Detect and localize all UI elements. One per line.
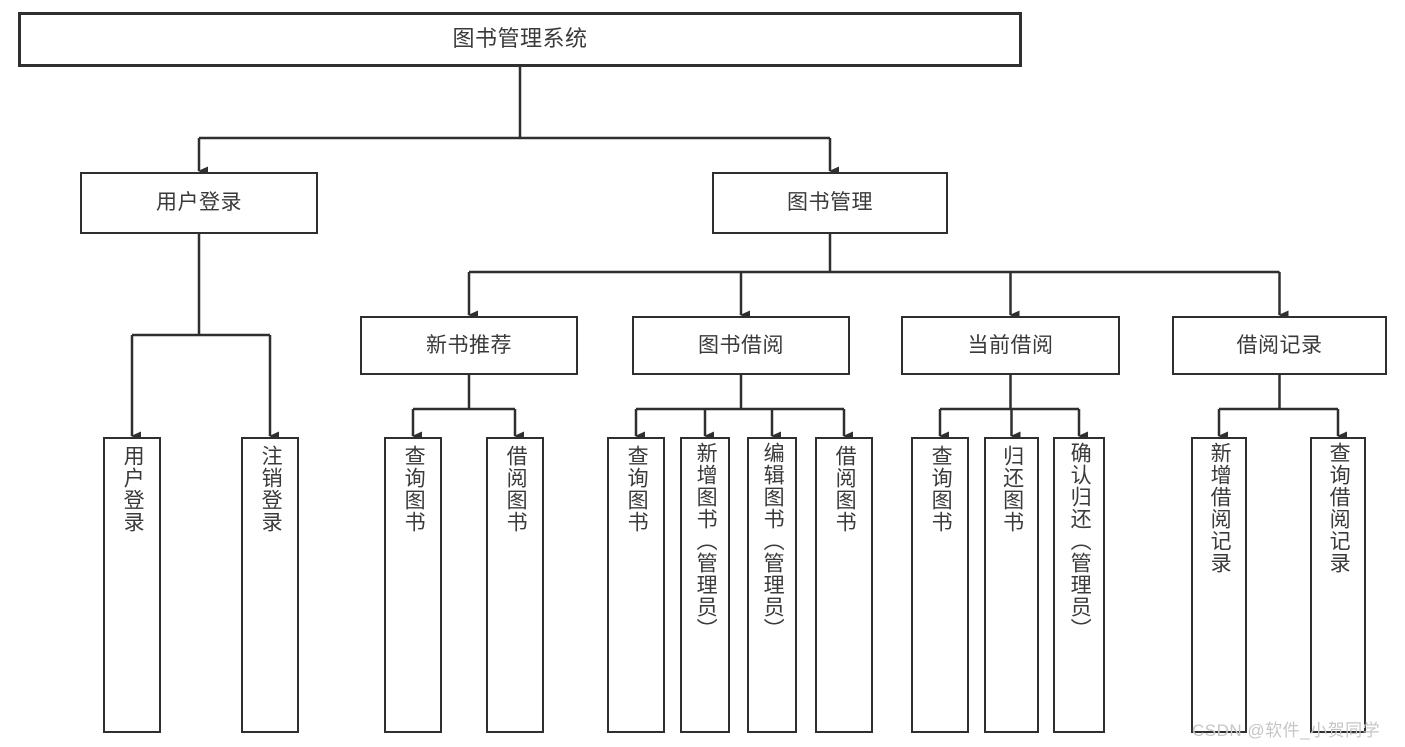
node-label: 用户登录 — [156, 191, 242, 215]
node-label: 编辑图书（管理员） — [761, 442, 785, 640]
node-user-login[interactable]: 用户登录 — [80, 172, 318, 234]
node-label: 新增借阅记录 — [1208, 442, 1232, 574]
node-leaf-borrow-book-1[interactable]: 借阅图书 — [486, 437, 544, 733]
node-leaf-user-logout[interactable]: 注销登录 — [241, 437, 299, 733]
node-leaf-confirm-return-admin[interactable]: 确认归还（管理员） — [1053, 437, 1105, 733]
node-label: 用户登录 — [121, 445, 145, 533]
edge-group — [130, 67, 1347, 441]
node-label: 注销登录 — [259, 445, 283, 533]
node-label: 借阅记录 — [1236, 333, 1323, 357]
node-leaf-user-login[interactable]: 用户登录 — [103, 437, 161, 733]
node-label: 借阅图书 — [833, 445, 857, 533]
node-label: 图书管理 — [787, 191, 873, 215]
node-borrow-record[interactable]: 借阅记录 — [1172, 316, 1387, 375]
node-leaf-borrow-book-2[interactable]: 借阅图书 — [815, 437, 873, 733]
node-label: 查询图书 — [402, 445, 426, 533]
node-book-borrow[interactable]: 图书借阅 — [632, 316, 850, 375]
node-label: 新增图书（管理员） — [694, 442, 718, 640]
node-label: 当前借阅 — [967, 333, 1054, 357]
node-label: 图书管理系统 — [452, 26, 588, 52]
node-leaf-query-record[interactable]: 查询借阅记录 — [1310, 437, 1366, 733]
node-label: 查询借阅记录 — [1327, 442, 1351, 574]
node-new-book-rec[interactable]: 新书推荐 — [360, 316, 578, 375]
node-leaf-return-book[interactable]: 归还图书 — [984, 437, 1039, 733]
node-label: 图书借阅 — [698, 333, 784, 357]
node-leaf-query-book-3[interactable]: 查询图书 — [911, 437, 969, 733]
node-leaf-add-record[interactable]: 新增借阅记录 — [1191, 437, 1247, 733]
node-leaf-query-book-1[interactable]: 查询图书 — [384, 437, 442, 733]
node-root[interactable]: 图书管理系统 — [18, 12, 1022, 67]
node-book-manage[interactable]: 图书管理 — [712, 172, 948, 234]
node-current-borrow[interactable]: 当前借阅 — [901, 316, 1120, 375]
node-label: 确认归还（管理员） — [1068, 442, 1092, 640]
node-leaf-edit-book-admin[interactable]: 编辑图书（管理员） — [747, 437, 797, 733]
node-label: 归还图书 — [1000, 445, 1024, 533]
node-label: 查询图书 — [929, 445, 953, 533]
node-leaf-query-book-2[interactable]: 查询图书 — [607, 437, 665, 733]
node-label: 查询图书 — [625, 445, 649, 533]
node-label: 新书推荐 — [426, 333, 512, 357]
node-label: 借阅图书 — [504, 445, 528, 533]
node-leaf-add-book-admin[interactable]: 新增图书（管理员） — [680, 437, 730, 733]
